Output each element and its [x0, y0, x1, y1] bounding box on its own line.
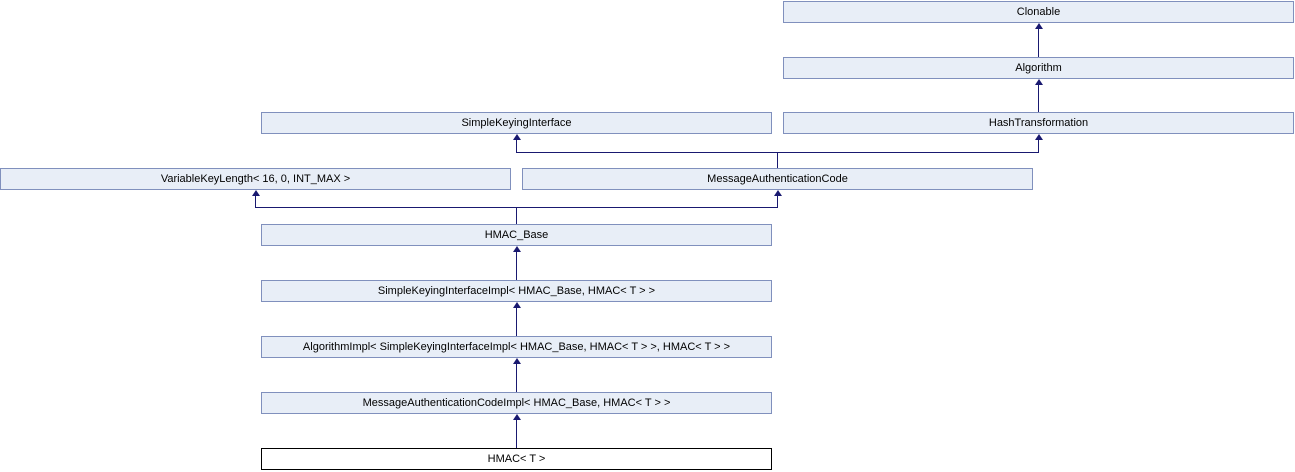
class-node-simple-keying-interface-impl[interactable]: SimpleKeyingInterfaceImpl< HMAC_Base, HM…	[261, 280, 772, 302]
class-node-hmac-t[interactable]: HMAC< T >	[261, 448, 772, 470]
arrowhead-up-icon	[1035, 134, 1043, 140]
arrowhead-up-icon	[1035, 79, 1043, 85]
class-node-label: HMAC_Base	[484, 228, 549, 241]
class-node-algorithm[interactable]: Algorithm	[783, 57, 1294, 79]
class-node-label: AlgorithmImpl< SimpleKeyingInterfaceImpl…	[302, 340, 731, 353]
arrowhead-up-icon	[252, 190, 260, 196]
class-node-label: Clonable	[1016, 5, 1061, 18]
inheritance-edge-hmacbase-to-variablekeylength-and-messageauthenticationcode	[516, 207, 517, 224]
class-node-hmac-base[interactable]: HMAC_Base	[261, 224, 772, 246]
arrowhead-up-icon	[1035, 23, 1043, 29]
inheritance-edge-algorithmimpl-to-simplekeyinginterfaceimpl	[516, 308, 517, 336]
inheritance-edge-messageauthenticationcode-to-simplekeyinginterface-and-hashtransformation	[516, 140, 517, 153]
class-node-label: MessageAuthenticationCodeImpl< HMAC_Base…	[362, 396, 671, 409]
arrowhead-up-icon	[513, 246, 521, 252]
class-node-clonable[interactable]: Clonable	[783, 1, 1294, 23]
class-node-label: SimpleKeyingInterface	[461, 116, 572, 129]
class-node-variable-key-length[interactable]: VariableKeyLength< 16, 0, INT_MAX >	[0, 168, 511, 190]
class-node-hash-transformation[interactable]: HashTransformation	[783, 112, 1294, 134]
class-node-label: HashTransformation	[988, 116, 1089, 129]
class-node-algorithm-impl[interactable]: AlgorithmImpl< SimpleKeyingInterfaceImpl…	[261, 336, 772, 358]
inheritance-edge-hmact-to-messageauthenticationcodeimpl	[516, 420, 517, 448]
class-node-label: SimpleKeyingInterfaceImpl< HMAC_Base, HM…	[377, 284, 656, 297]
inheritance-edge-hashtransformation-to-algorithm	[1038, 85, 1039, 112]
inheritance-edge-hmacbase-to-variablekeylength-and-messageauthenticationcode	[255, 196, 256, 208]
inheritance-edge-messageauthenticationcode-to-simplekeyinginterface-and-hashtransformation	[1038, 140, 1039, 153]
class-node-message-authentication-code[interactable]: MessageAuthenticationCode	[522, 168, 1033, 190]
arrowhead-up-icon	[513, 302, 521, 308]
inheritance-edge-simplekeyinginterfaceimpl-to-hmacbase	[516, 252, 517, 280]
class-node-label: MessageAuthenticationCode	[707, 172, 848, 185]
class-node-simple-keying-interface[interactable]: SimpleKeyingInterface	[261, 112, 772, 134]
class-node-label: HMAC< T >	[487, 452, 546, 465]
class-node-label: VariableKeyLength< 16, 0, INT_MAX >	[160, 172, 351, 185]
inheritance-edge-algorithm-to-clonable	[1038, 29, 1039, 57]
arrowhead-up-icon	[513, 358, 521, 364]
class-node-message-authentication-code-impl[interactable]: MessageAuthenticationCodeImpl< HMAC_Base…	[261, 392, 772, 414]
class-node-label: Algorithm	[1015, 61, 1062, 74]
arrowhead-up-icon	[774, 190, 782, 196]
arrowhead-up-icon	[513, 414, 521, 420]
arrowhead-up-icon	[513, 134, 521, 140]
inheritance-edge-messageauthenticationcode-to-simplekeyinginterface-and-hashtransformation	[777, 152, 778, 168]
inheritance-edge-hmacbase-to-variablekeylength-and-messageauthenticationcode	[777, 196, 778, 208]
inheritance-edge-messageauthenticationcodeimpl-to-algorithmimpl	[516, 364, 517, 392]
